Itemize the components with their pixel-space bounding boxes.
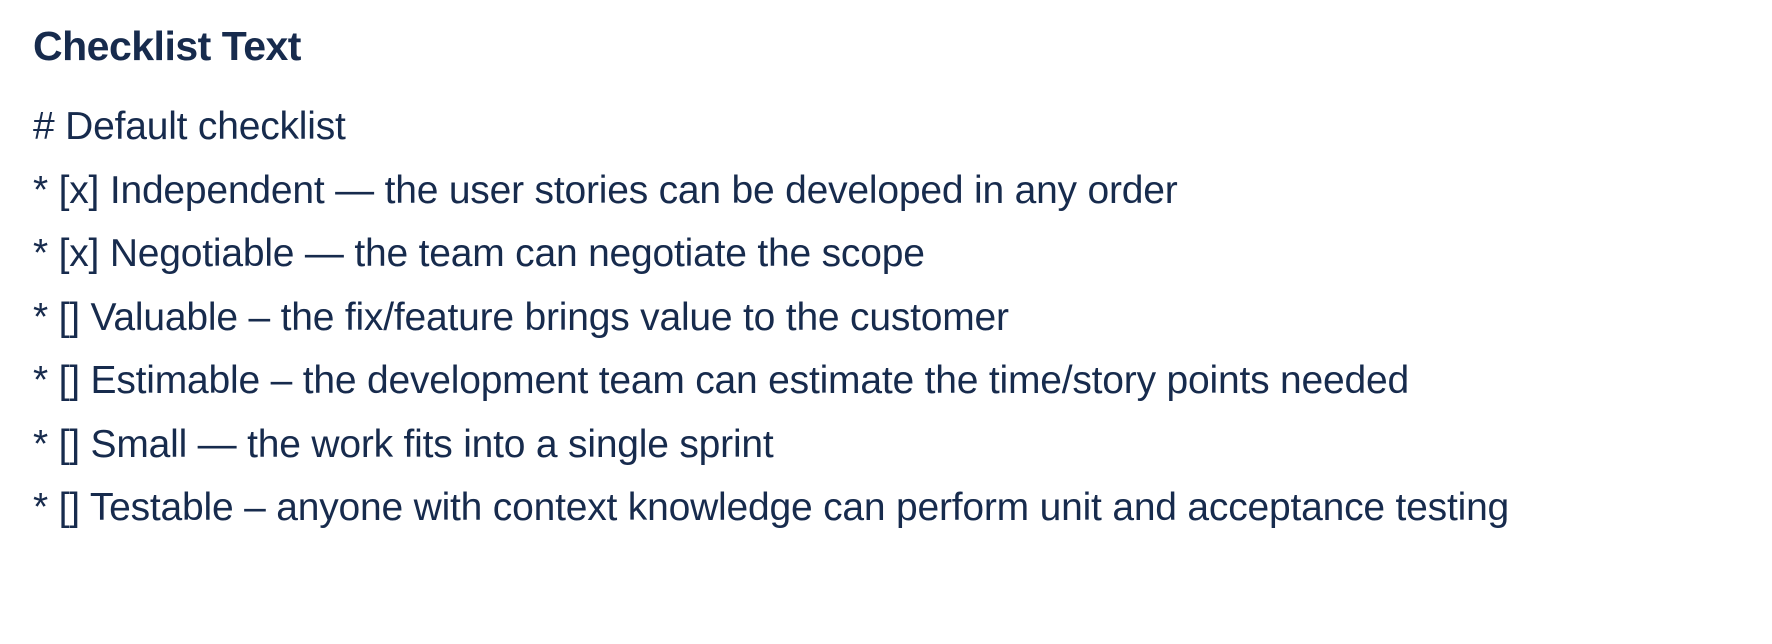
- checklist-line-negotiable: * [x] Negotiable — the team can negotiat…: [33, 232, 925, 276]
- checklist-line-valuable: * [] Valuable – the fix/feature brings v…: [33, 295, 1009, 339]
- checklist-line-estimable: * [] Estimable – the development team ca…: [33, 359, 1409, 403]
- checklist-text-block: # Default checklist * [x] Independent — …: [33, 95, 1739, 540]
- checklist-field: Checklist Text # Default checklist * [x]…: [33, 23, 1739, 540]
- checklist-line-testable: * [] Testable – anyone with context know…: [33, 486, 1510, 530]
- checklist-line-heading: # Default checklist: [33, 105, 346, 149]
- checklist-line-independent: * [x] Independent — the user stories can…: [33, 168, 1178, 212]
- checklist-line-small: * [] Small — the work fits into a single…: [33, 422, 774, 466]
- checklist-text-field-title: Checklist Text: [33, 23, 301, 69]
